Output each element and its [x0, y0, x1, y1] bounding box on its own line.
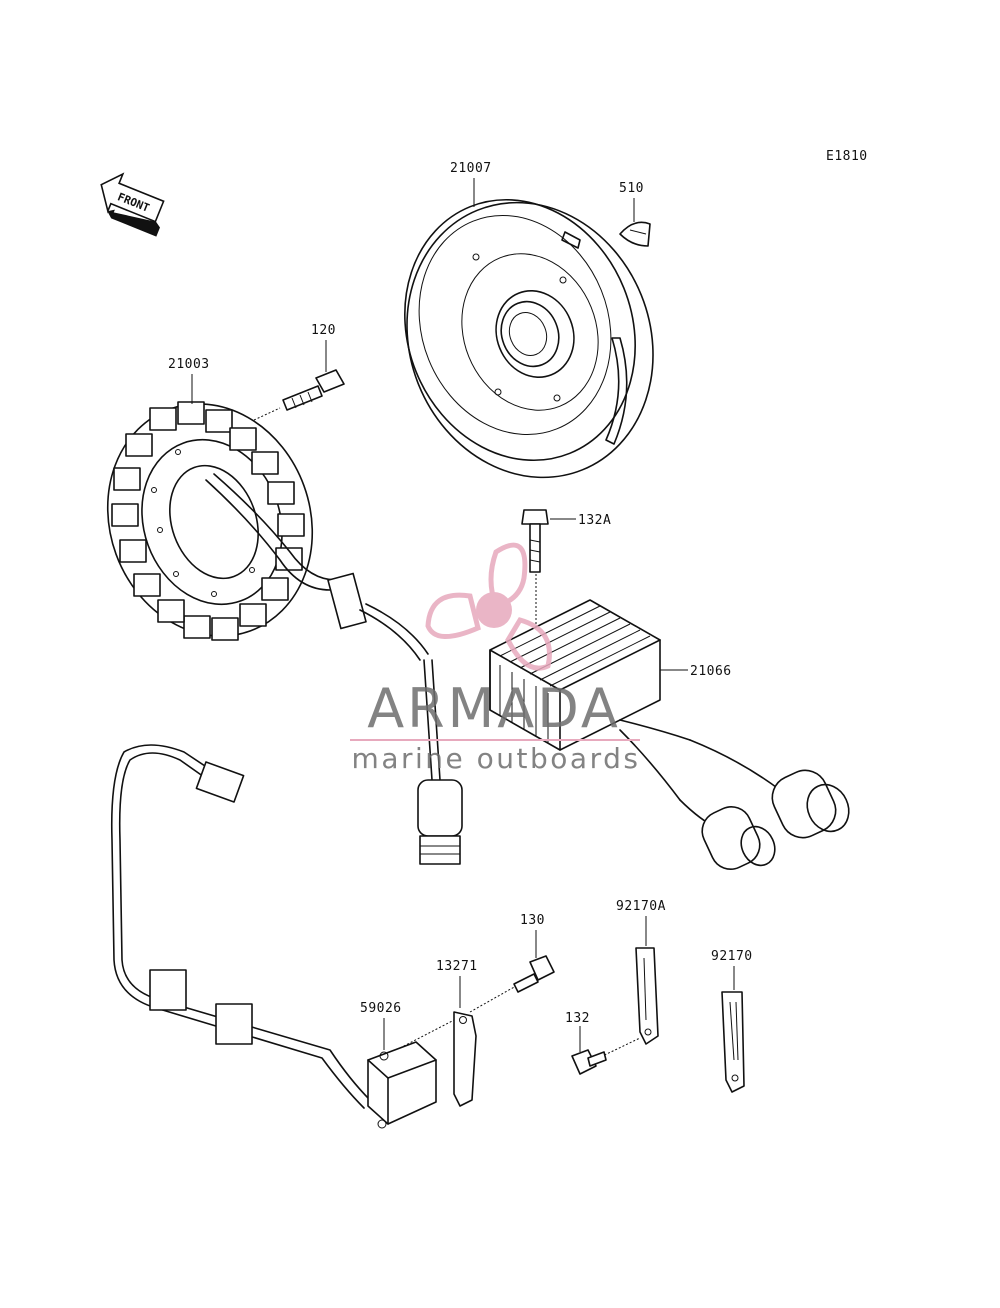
front-arrow-icon: FRONT — [100, 172, 165, 237]
pickup-coil — [367, 1041, 437, 1129]
clamp-92170 — [721, 991, 745, 1093]
stator-connector — [417, 659, 463, 865]
plate-13271 — [453, 1011, 477, 1107]
label-120: 120 — [311, 323, 336, 338]
pickup-harness — [110, 744, 371, 1109]
woodruff-key — [619, 221, 651, 247]
diagram-code: E1810 — [826, 149, 868, 164]
label-130: 130 — [520, 913, 545, 928]
label-132A: 132A — [578, 513, 611, 528]
label-59026: 59026 — [360, 1001, 402, 1016]
watermark: ARMADA marine outboards — [350, 542, 641, 775]
bolt-132A — [521, 509, 549, 573]
label-92170A: 92170A — [616, 899, 666, 914]
label-13271: 13271 — [436, 959, 478, 974]
watermark-tagline: marine outboards — [352, 742, 641, 775]
flywheel — [404, 198, 654, 479]
label-21003: 21003 — [168, 357, 210, 372]
stator — [106, 401, 429, 661]
label-21007: 21007 — [450, 161, 492, 176]
label-21066: 21066 — [690, 664, 732, 679]
armada-logo-icon — [425, 542, 552, 671]
watermark-brand: ARMADA — [367, 677, 621, 740]
regulator-rectifier — [489, 599, 850, 870]
label-510: 510 — [619, 181, 644, 196]
label-92170: 92170 — [711, 949, 753, 964]
bolt-130 — [513, 955, 555, 993]
label-132: 132 — [565, 1011, 590, 1026]
bolt-120 — [282, 369, 345, 411]
bolt-132 — [571, 1049, 607, 1075]
clamp-92170A — [635, 947, 659, 1045]
